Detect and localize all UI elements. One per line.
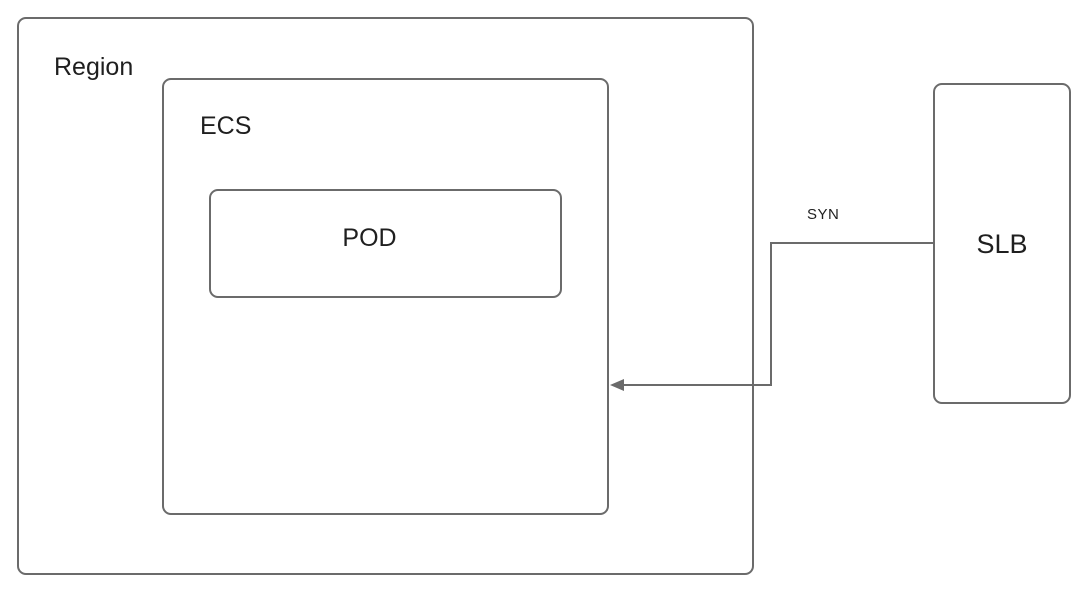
slb-label: SLB [976, 229, 1028, 259]
ecs-label: ECS [200, 112, 252, 140]
syn-label: SYN [807, 206, 840, 223]
slb-node [933, 83, 1071, 404]
pod-node [209, 189, 562, 298]
pod-label: POD [342, 224, 397, 252]
region-label: Region [54, 53, 134, 81]
